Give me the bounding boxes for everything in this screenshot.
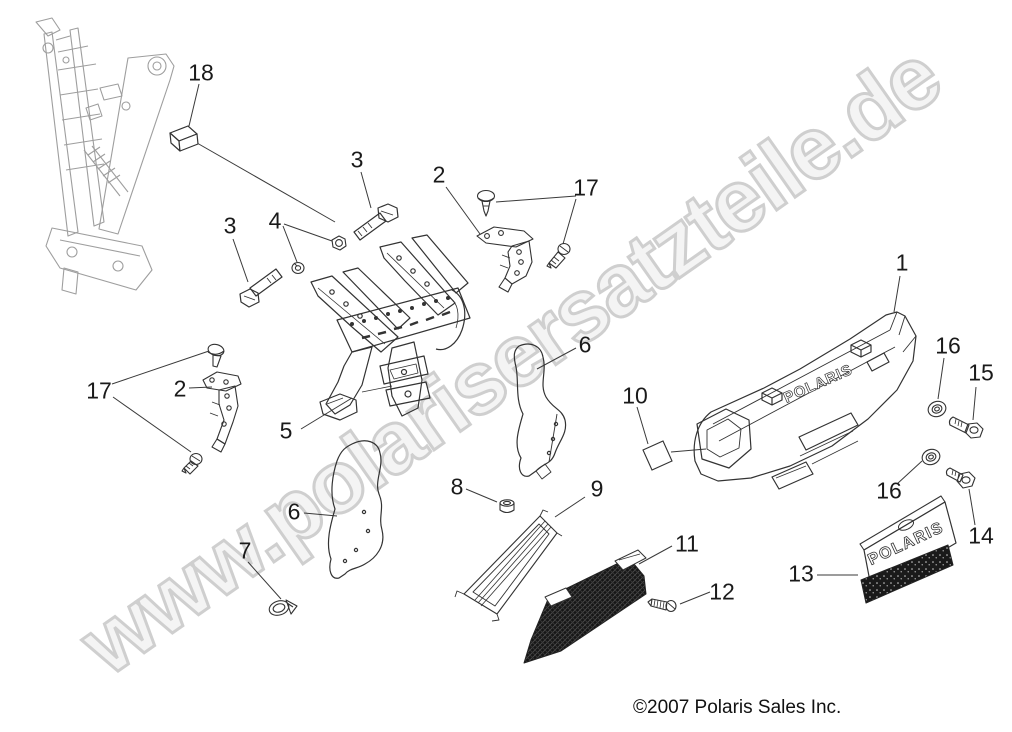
part-12-screw — [647, 598, 677, 613]
part-2-bracket-left — [202, 371, 242, 453]
part-2-bracket-top — [476, 226, 534, 293]
part-8-grommet — [499, 499, 515, 514]
part-6-panel-right — [513, 343, 567, 480]
part-16-washers — [921, 400, 947, 466]
part-14-bolt — [945, 467, 976, 489]
callout-13: 13 — [788, 560, 814, 587]
part-1-front-bumper: POLARIS — [693, 311, 917, 490]
part-3-bolt-top — [353, 203, 399, 241]
part-13-grille: POLARIS — [859, 495, 957, 604]
callout-8: 8 — [450, 473, 464, 500]
callout-14: 14 — [968, 522, 994, 549]
callout-11: 11 — [675, 530, 699, 557]
callout-4: 4 — [268, 207, 282, 234]
callout-7: 7 — [238, 537, 252, 564]
callout-1: 1 — [895, 249, 909, 276]
callout-17-top: 17 — [573, 174, 599, 201]
callout-18: 18 — [188, 59, 214, 86]
callout-leader-lines — [111, 83, 977, 605]
part-18-pad — [169, 125, 199, 152]
part-7-push-rivet — [268, 599, 298, 616]
part-3-bolt-left — [239, 268, 283, 308]
part-5-bumper-mount-frame — [310, 234, 471, 421]
part-15-bolt — [948, 416, 984, 439]
part-10-decal — [642, 440, 673, 471]
callout-2-top: 2 — [432, 161, 446, 188]
part-11-mesh-screen — [523, 549, 647, 664]
part-6-panel-left — [327, 440, 384, 579]
callout-15: 15 — [968, 359, 994, 386]
part-4-nut-washer — [291, 235, 347, 275]
callout-10: 10 — [622, 382, 648, 409]
callout-2-left: 2 — [173, 375, 187, 402]
callout-6-right: 6 — [578, 331, 592, 358]
callout-3-top: 3 — [350, 146, 364, 173]
part-17-fasteners — [181, 189, 571, 475]
callout-17-left: 17 — [86, 377, 112, 404]
chassis-frame-reference — [35, 17, 175, 295]
callout-12: 12 — [709, 578, 735, 605]
callout-9: 9 — [590, 475, 604, 502]
copyright-text: ©2007 Polaris Sales Inc. — [633, 697, 842, 718]
callout-6-left: 6 — [287, 498, 301, 525]
callout-3-left: 3 — [223, 212, 237, 239]
callout-16-top: 16 — [935, 332, 961, 359]
callout-5: 5 — [279, 417, 293, 444]
part-9-screen-frame — [454, 509, 563, 622]
callout-16-bottom: 16 — [876, 477, 902, 504]
